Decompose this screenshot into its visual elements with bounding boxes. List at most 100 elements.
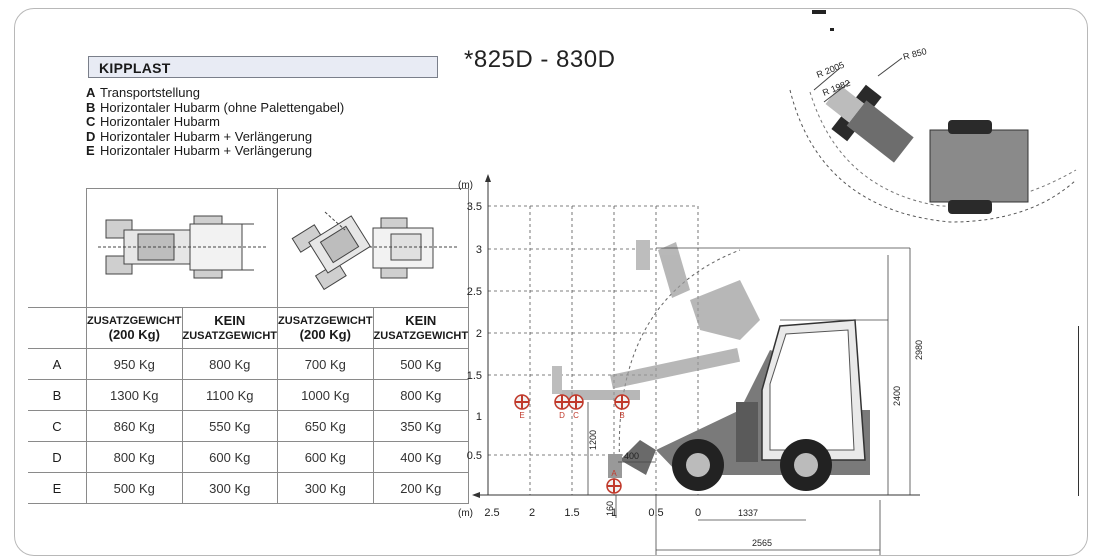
straight-position-cell [85,188,279,308]
fork-ghost [636,240,650,270]
row-label: E [28,472,87,504]
legend-text: Horizontaler Hubarm + Verlängerung [100,143,313,158]
column-header-line1: KEIN [214,312,246,328]
front-hub [686,453,710,477]
edge-line [1078,326,1079,496]
legend-item: C Horizontaler Hubarm [86,114,344,130]
table-row: C 860 Kg 550 Kg 650 Kg 350 Kg [28,410,470,442]
load-value: 500 Kg [372,348,470,380]
y-tick-label: 0.5 [467,450,482,462]
column-header-line2: ZUSATZGEWICHT [373,329,469,342]
load-value: 800 Kg [372,379,470,411]
marker-label-c: C [573,411,579,420]
column-header-line2: ZUSATZGEWICHT [182,329,278,342]
load-value: 700 Kg [277,348,374,380]
turning-loader-wheel [948,120,992,134]
column-header: ZUSATZGEWICHT(200 Kg) [86,307,183,349]
arm-ghost-positions [560,242,760,400]
turning-radius-diagram: R 2005 R 1982 R 850 [789,46,1077,223]
articulated-position-cell [277,188,470,308]
load-value: 1300 Kg [86,379,183,411]
table-row: D 800 Kg 600 Kg 600 Kg 400 Kg [28,441,470,473]
legend-key: A [86,85,96,100]
column-header: ZUSATZGEWICHT(200 Kg) [277,307,374,349]
legend-key: C [86,114,96,129]
y-tick-label: 1 [476,411,482,423]
load-value: 800 Kg [181,348,279,380]
legend-key: B [86,99,96,115]
x-tick-label: 1.5 [564,507,579,519]
dim-2400: 2400 [892,386,902,406]
load-value: 860 Kg [86,410,183,442]
model-title: *825D - 830D [464,46,616,73]
dim-2565: 2565 [752,538,772,548]
column-header-line1: ZUSATZGEWICHT [87,314,182,327]
load-value: 600 Kg [181,441,279,473]
lift-diagram: (m) (m) 3.5 3 2.5 2 1.5 1 0.5 2.5 2 1.5 … [458,174,924,555]
table-row: E 500 Kg 300 Kg 300 Kg 200 Kg [28,472,470,504]
marker-label-a: A [611,469,617,478]
load-value: 200 Kg [372,472,470,504]
load-value: 350 Kg [372,410,470,442]
legend-key: D [86,128,96,144]
x-tick-label: 0 [695,507,701,519]
table-corner [28,188,87,308]
column-header-line1: KEIN [405,312,437,328]
column-header-line2: (200 Kg) [108,326,160,342]
x-tick-label: 2.5 [484,507,499,519]
ink-mark [830,28,834,31]
legend-item: A Transportstellung [86,85,344,101]
legend-text: Horizontaler Hubarm [100,114,220,129]
radius-850-label: R 850 [902,46,928,62]
ink-mark [812,10,826,14]
table-corner [28,307,87,349]
legend-text: Horizontaler Hubarm + Verlängerung [100,128,313,144]
y-tick-label: 3.5 [467,201,482,213]
x-tick-label: 1 [611,507,617,519]
row-label: C [28,410,87,442]
dim-160: 160 [605,501,615,516]
loader-straight-icon [98,215,267,278]
turning-arc-inner [809,91,1077,207]
compact-loader [608,319,870,478]
table-row: B 1300 Kg 1100 Kg 1000 Kg 800 Kg [28,379,470,411]
row-label: D [28,441,87,473]
load-value: 1000 Kg [277,379,374,411]
column-header-line1: ZUSATZGEWICHT [278,314,373,327]
section-title: KIPPLAST [99,60,171,76]
y-tick-label: 1.5 [467,370,482,382]
legend-text: Transportstellung [100,85,200,100]
load-markers [514,394,630,494]
y-tick-label: 3 [476,244,482,256]
turning-arc-outer [789,89,1077,223]
load-value: 950 Kg [86,348,183,380]
legend-key: E [86,143,95,158]
rear-hub [794,453,818,477]
turning-loader-wheel [948,200,992,214]
dim-1337: 1337 [738,508,758,518]
table-row: A 950 Kg 800 Kg 700 Kg 500 Kg [28,348,470,380]
load-value: 550 Kg [181,410,279,442]
load-value: 500 Kg [86,472,183,504]
y-tick-label: 2.5 [467,286,482,298]
y-unit-label: (m) [458,180,473,191]
dim-1200: 1200 [588,430,598,450]
marker-label-d: D [559,411,565,420]
x-axis-arrow [472,492,480,498]
load-value: 600 Kg [277,441,374,473]
marker-label-b: B [619,411,624,420]
load-value: 300 Kg [277,472,374,504]
lift-reach-arc [618,249,741,471]
legend-item: E Horizontaler Hubarm + Verlängerung [86,143,344,159]
x-tick-label: 2 [529,507,535,519]
load-value: 650 Kg [277,410,374,442]
y-tick-label: 2 [476,328,482,340]
column-header-line2: (200 Kg) [299,326,351,342]
section-header: KIPPLAST [88,56,438,78]
